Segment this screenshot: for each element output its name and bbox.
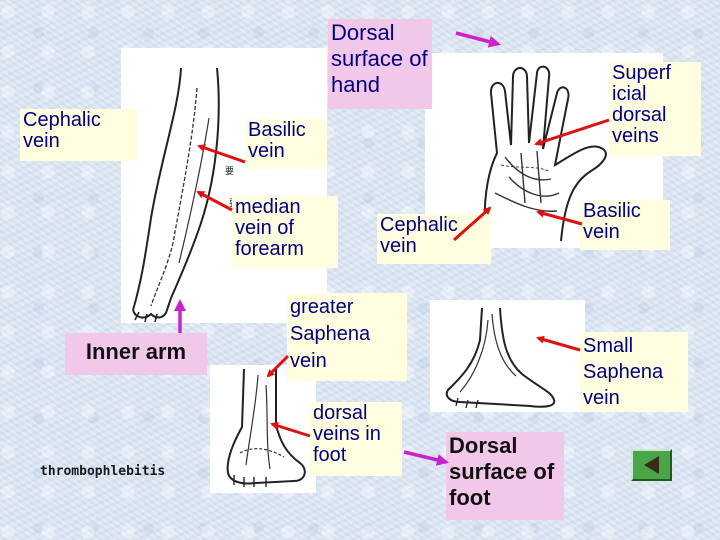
- dorsal-veins-foot-text: dorsal veins in foot: [313, 402, 381, 466]
- inner-arm-text: Inner arm: [85, 339, 187, 364]
- small-saphena-vein-label: Small Saphena vein: [580, 332, 688, 412]
- back-button[interactable]: [631, 449, 672, 481]
- small-saphena-vein-text: Small Saphena vein: [583, 335, 664, 409]
- cephalic-vein-top-text: Cephalic vein: [23, 109, 101, 152]
- dorsal-hand-text: Dorsal surface of hand: [331, 20, 428, 97]
- greater-saphena-vein-text: greater Saphena vein: [290, 296, 371, 372]
- foot-side-illustration: [430, 300, 585, 412]
- arm-illustration: 要 要: [121, 48, 327, 323]
- basilic-vein-mid-text: Basilic vein: [583, 200, 641, 243]
- foot-inner-illustration: [210, 365, 316, 493]
- superficial-dorsal-veins-text: Superf icial dorsal veins: [612, 62, 671, 147]
- cephalic-vein-mid-text: Cephalic vein: [380, 214, 458, 257]
- inner-arm-label: Inner arm: [65, 333, 207, 375]
- thrombophlebitis-text: thrombophlebitis: [40, 464, 166, 479]
- median-vein-forearm-label: median vein of forearm: [232, 196, 338, 268]
- back-triangle-icon: [644, 456, 659, 474]
- thrombophlebitis-label: thrombophlebitis: [40, 461, 180, 481]
- cephalic-vein-mid-label: Cephalic vein: [377, 214, 491, 264]
- arrow-dorsal-foot-magenta: [403, 450, 449, 466]
- basilic-vein-top-text: Basilic vein: [248, 119, 306, 162]
- greater-saphena-vein-label: greater Saphena vein: [287, 293, 407, 381]
- dorsal-foot-label: Dorsal surface of foot: [446, 432, 564, 520]
- basilic-vein-mid-label: Basilic vein: [580, 200, 670, 250]
- dorsal-hand-label: Dorsal surface of hand: [328, 19, 432, 109]
- arrow-dorsal-hand-magenta: [455, 31, 501, 48]
- median-vein-forearm-text: median vein of forearm: [235, 196, 304, 260]
- cephalic-vein-top-label: Cephalic vein: [20, 109, 138, 161]
- basilic-vein-top-label: Basilic vein: [245, 119, 327, 169]
- superficial-dorsal-veins-label: Superf icial dorsal veins: [609, 62, 701, 156]
- svg-text:要: 要: [225, 166, 234, 177]
- dorsal-foot-text: Dorsal surface of foot: [449, 433, 555, 510]
- dorsal-veins-foot-label: dorsal veins in foot: [310, 402, 402, 476]
